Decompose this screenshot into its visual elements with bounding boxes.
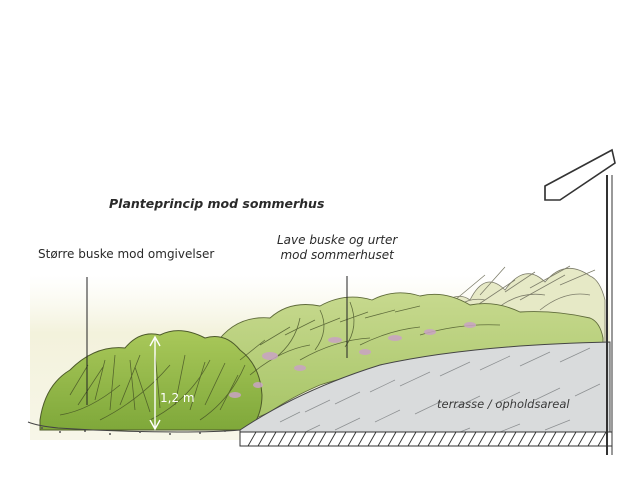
ground-line <box>27 421 241 433</box>
label-low-shrubs: Lave buske og urter mod sommerhuset <box>277 233 397 263</box>
terrace-edge-hatch <box>247 431 607 447</box>
label-large-shrubs: Større buske mod omgivelser <box>38 247 215 261</box>
height-dimension <box>149 335 161 431</box>
house-outline <box>544 148 616 455</box>
label-low-shrubs-line2: mod sommerhuset <box>280 248 394 262</box>
flower-dots <box>229 322 476 398</box>
diagram-title: Planteprincip mod sommerhus <box>109 196 325 211</box>
label-low-shrubs-line1: Lave buske og urter <box>277 233 398 247</box>
terrace-slab <box>239 341 611 446</box>
ground-dots <box>41 427 226 435</box>
terrace-label: terrasse / opholdsareal <box>437 397 570 411</box>
shrub-texture <box>59 301 501 421</box>
large-shrubs <box>39 330 263 431</box>
terrace-edge <box>239 431 613 447</box>
height-label: 1,2 m <box>160 391 195 405</box>
